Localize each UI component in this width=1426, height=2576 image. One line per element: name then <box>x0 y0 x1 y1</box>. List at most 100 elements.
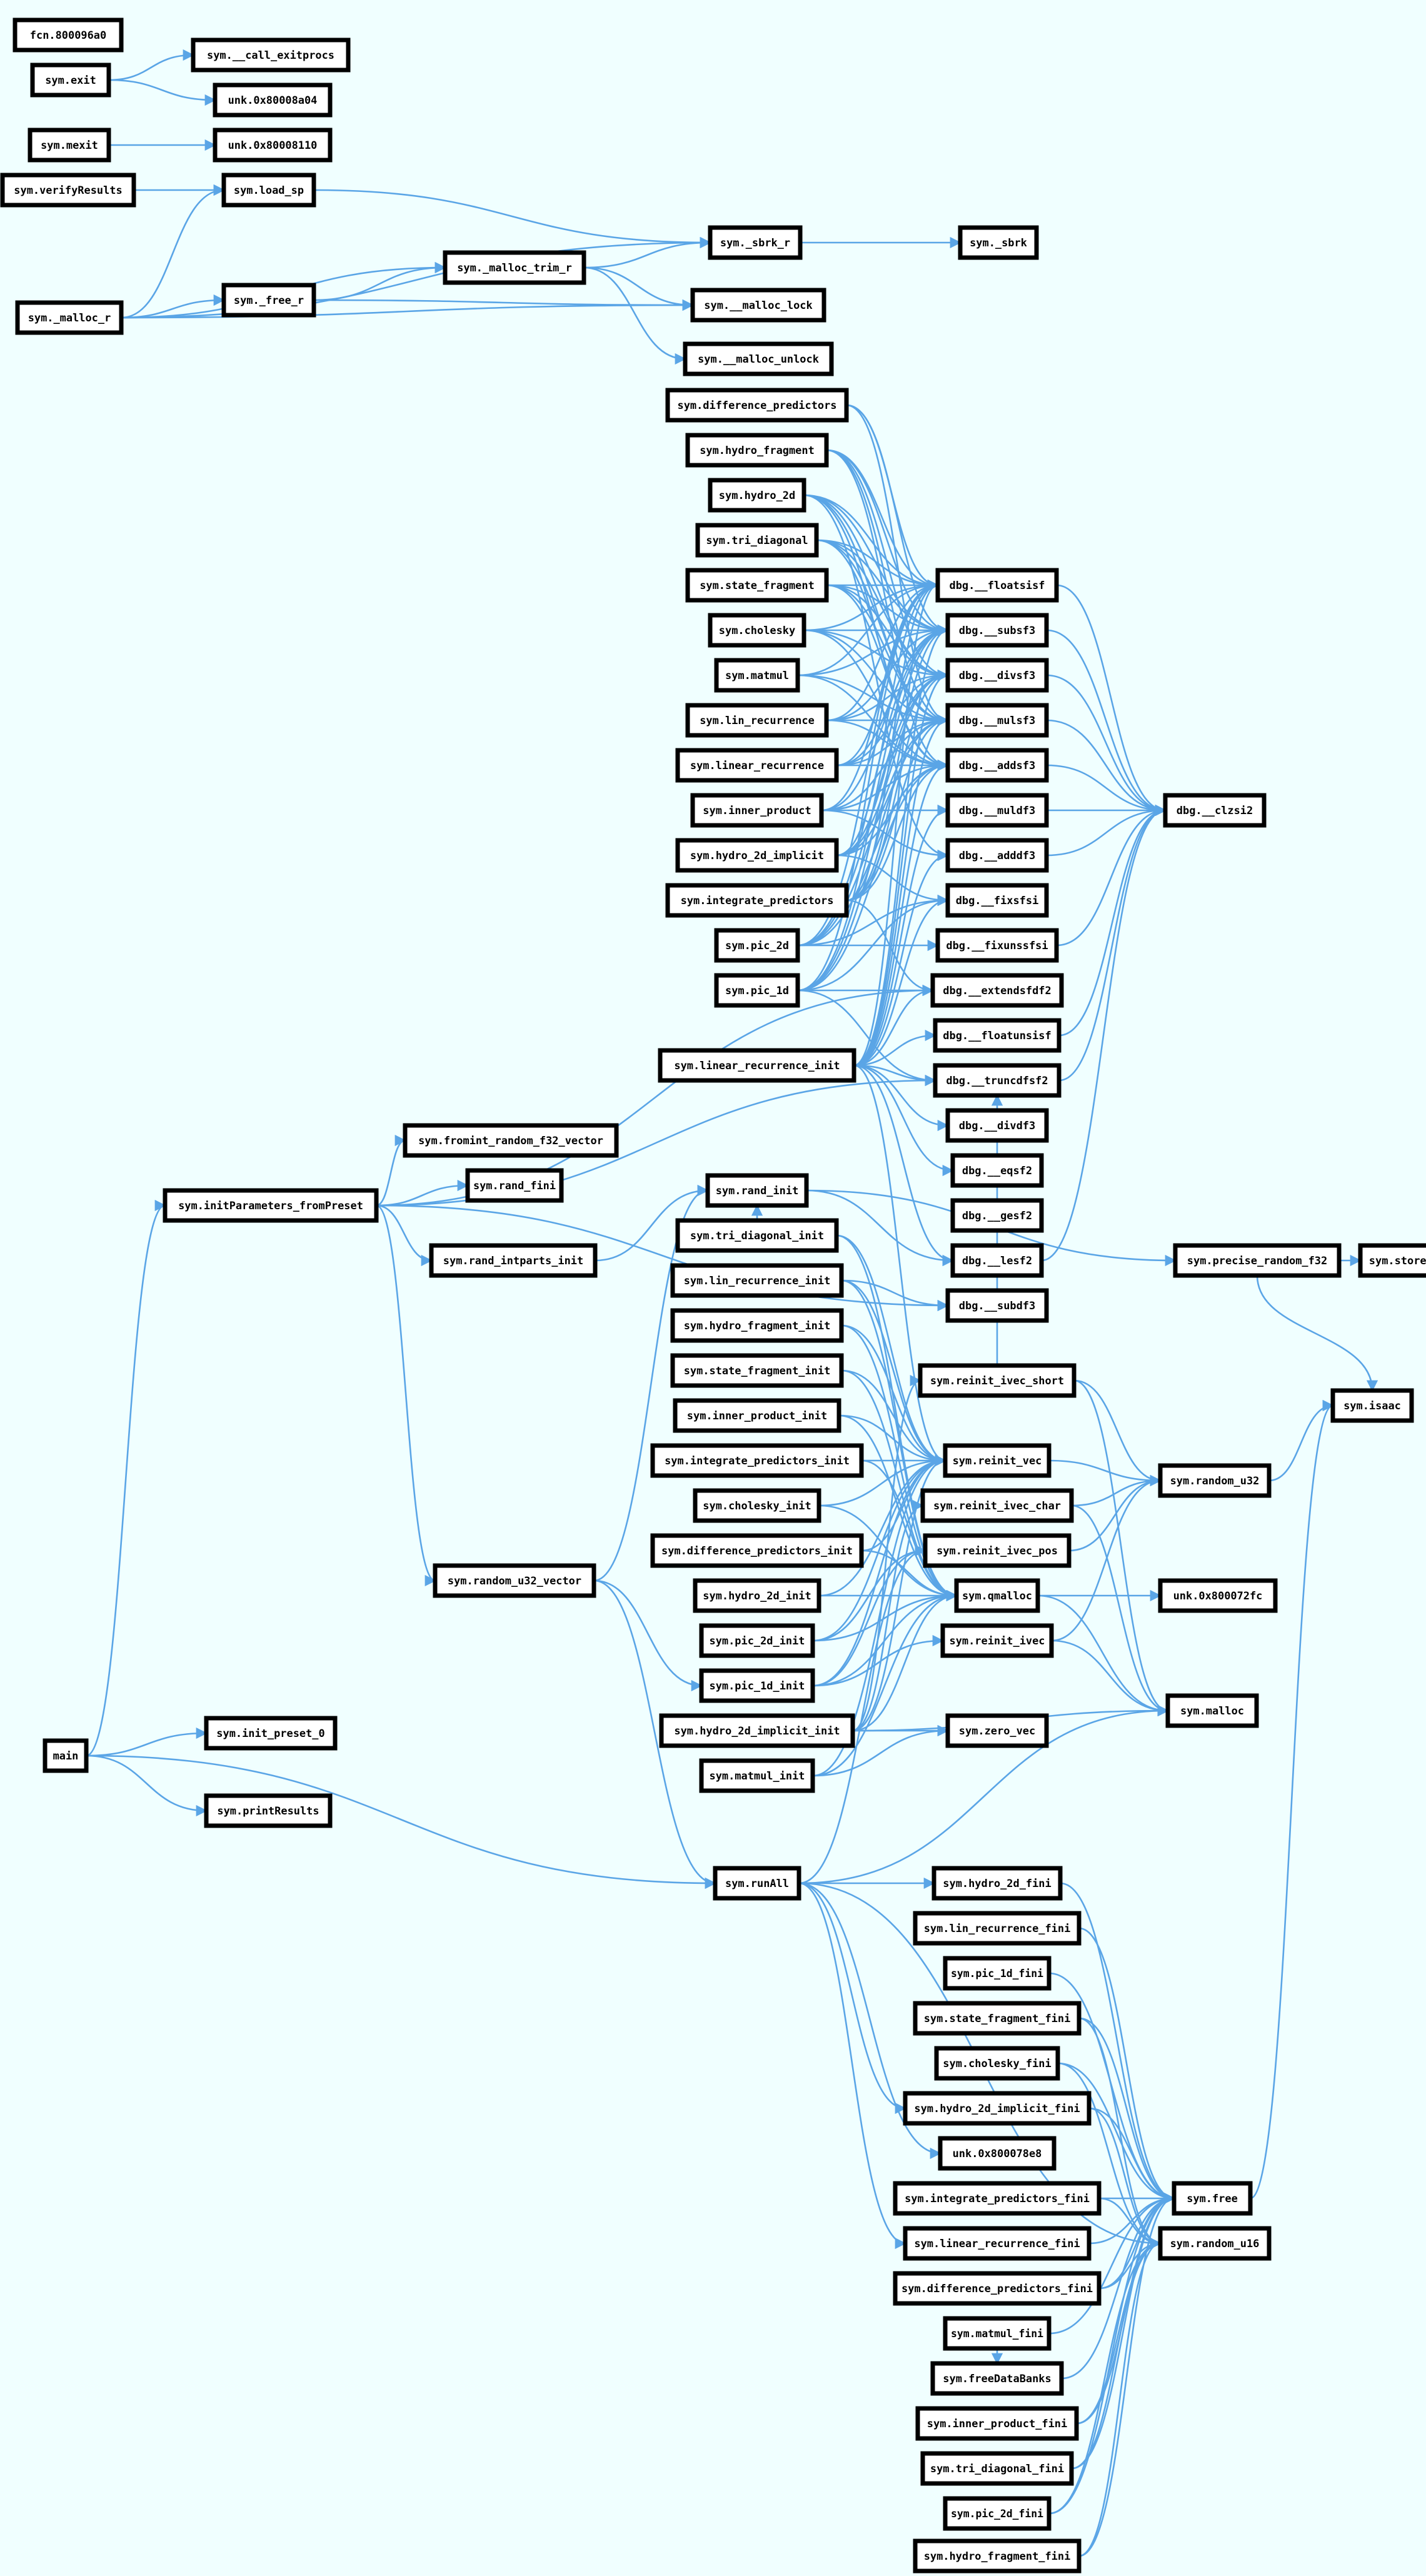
node-sym-state-fragment-init[interactable]: sym.state_fragment_init <box>670 1353 844 1388</box>
node-sym-difference-predictors[interactable]: sym.difference_predictors <box>665 388 849 423</box>
node-dbg-subsf3[interactable]: dbg.__subsf3 <box>945 613 1049 648</box>
node-sym-inner-product-fini[interactable]: sym.inner_product_fini <box>915 2406 1079 2441</box>
node-sym-rand-intparts-init[interactable]: sym.rand_intparts_init <box>429 1243 598 1278</box>
node-sym-rand-init[interactable]: sym.rand_init <box>705 1173 809 1208</box>
node-sym-hydro-2d[interactable]: sym.hydro_2d <box>708 478 806 513</box>
node-unk-0x80008a04[interactable]: unk.0x80008a04 <box>213 83 333 118</box>
node-sym-initparameters-frompreset[interactable]: sym.initParameters_fromPreset <box>163 1188 379 1223</box>
node-sym-inner-product-init[interactable]: sym.inner_product_init <box>673 1398 841 1433</box>
node-main[interactable]: main <box>43 1738 89 1773</box>
node-sym-random-u16[interactable]: sym.random_u16 <box>1158 2226 1272 2261</box>
node-sym-verifyresults[interactable]: sym.verifyResults <box>0 173 136 208</box>
node-sym-fromint-random-f32-vector[interactable]: sym.fromint_random_f32_vector <box>403 1123 619 1158</box>
node-sym-tri-diagonal-fini[interactable]: sym.tri_diagonal_fini <box>920 2451 1074 2486</box>
node-dbg-fixsfsi[interactable]: dbg.__fixsfsi <box>945 883 1049 918</box>
node-sym-hydro-fragment-init[interactable]: sym.hydro_fragment_init <box>670 1308 844 1343</box>
node-sym-cholesky[interactable]: sym.cholesky <box>708 613 806 648</box>
node-sym-tri-diagonal-init[interactable]: sym.tri_diagonal_init <box>675 1218 839 1253</box>
node-dbg-mulsf3[interactable]: dbg.__mulsf3 <box>945 703 1049 738</box>
node-unk-0x80008110[interactable]: unk.0x80008110 <box>213 128 333 163</box>
node-sym-pic-1d-fini[interactable]: sym.pic_1d_fini <box>943 1956 1052 1991</box>
node-sym-inner-product[interactable]: sym.inner_product <box>690 793 824 828</box>
node-sym-lin-recurrence[interactable]: sym.lin_recurrence <box>685 703 829 738</box>
node-sym-matmul-init[interactable]: sym.matmul_init <box>699 1758 815 1793</box>
node-sym-exit[interactable]: sym.exit <box>30 63 111 98</box>
node-sym-sbrk-r[interactable]: sym._sbrk_r <box>708 225 803 260</box>
node-sym-hydro-2d-init[interactable]: sym.hydro_2d_init <box>693 1578 821 1613</box>
node-sym-hydro-fragment[interactable]: sym.hydro_fragment <box>685 433 829 468</box>
node-sym-lin-recurrence-init[interactable]: sym.lin_recurrence_init <box>670 1263 844 1298</box>
node-sym-difference-predictors-init[interactable]: sym.difference_predictors_init <box>650 1533 864 1568</box>
node-dbg-gesf2[interactable]: dbg.__gesf2 <box>950 1198 1044 1233</box>
node-dbg-floatunsisf[interactable]: dbg.__floatunsisf <box>933 1018 1062 1053</box>
node-sym-linear-recurrence-init[interactable]: sym.linear_recurrence_init <box>658 1048 856 1083</box>
node-sym-malloc-r[interactable]: sym._malloc_r <box>15 300 124 335</box>
node-dbg-muldf3[interactable]: dbg.__muldf3 <box>945 793 1049 828</box>
node-sym-integrate-predictors[interactable]: sym.integrate_predictors <box>665 883 849 918</box>
node-sym-linear-recurrence[interactable]: sym.linear_recurrence <box>675 748 839 783</box>
node-sym-cholesky-init[interactable]: sym.cholesky_init <box>693 1488 821 1523</box>
node-dbg-divdf3[interactable]: dbg.__divdf3 <box>945 1108 1049 1143</box>
node-sym-pic-2d-fini[interactable]: sym.pic_2d_fini <box>943 2496 1052 2531</box>
node-sym-hydro-2d-implicit[interactable]: sym.hydro_2d_implicit <box>675 838 839 873</box>
node-sym-pic-2d[interactable]: sym.pic_2d <box>714 928 800 963</box>
node-dbg-clzsi2[interactable]: dbg.__clzsi2 <box>1163 793 1267 828</box>
node-sym-freedatabanks[interactable]: sym.freeDataBanks <box>930 2361 1064 2396</box>
node-sym-random-u32[interactable]: sym.random_u32 <box>1158 1463 1272 1498</box>
node-sym-reinit-ivec[interactable]: sym.reinit_ivec <box>940 1623 1054 1658</box>
node-dbg-subdf3[interactable]: dbg.__subdf3 <box>945 1288 1049 1323</box>
node-sym-difference-predictors-fini[interactable]: sym.difference_predictors_fini <box>893 2271 1102 2306</box>
node-dbg-extendsfdf2[interactable]: dbg.__extendsfdf2 <box>930 973 1064 1008</box>
node-sym-tri-diagonal[interactable]: sym.tri_diagonal <box>695 523 819 558</box>
node-sym-state-fragment[interactable]: sym.state_fragment <box>685 568 829 603</box>
node-sym-reinit-vec[interactable]: sym.reinit_vec <box>943 1443 1052 1478</box>
node-sym-malloc-lock[interactable]: sym.__malloc_lock <box>690 288 826 323</box>
node-sym-random-u32-vector[interactable]: sym.random_u32_vector <box>433 1563 596 1598</box>
node-sym-printresults[interactable]: sym.printResults <box>204 1793 333 1828</box>
node-sym-mexit[interactable]: sym.mexit <box>28 128 111 163</box>
node-sym-pic-1d-init[interactable]: sym.pic_1d_init <box>699 1668 815 1703</box>
node-sym-isaac[interactable]: sym.isaac <box>1330 1388 1414 1423</box>
node-dbg-divsf3[interactable]: dbg.__divsf3 <box>945 658 1049 693</box>
node-dbg-eqsf2[interactable]: dbg.__eqsf2 <box>950 1153 1044 1188</box>
node-sym-integrate-predictors-init[interactable]: sym.integrate_predictors_init <box>650 1443 864 1478</box>
node-dbg-fixunssfsi[interactable]: dbg.__fixunssfsi <box>935 928 1059 963</box>
node-sym-store-sp[interactable]: sym.store_sp <box>1358 1243 1426 1278</box>
node-sym-matmul-fini[interactable]: sym.matmul_fini <box>943 2316 1052 2351</box>
node-sym-lin-recurrence-fini[interactable]: sym.lin_recurrence_fini <box>913 1911 1082 1946</box>
node-sym-matmul[interactable]: sym.matmul <box>714 658 800 693</box>
node-unk-0x800078e8[interactable]: unk.0x800078e8 <box>938 2136 1057 2171</box>
node-sym-malloc-unlock[interactable]: sym.__malloc_unlock <box>683 341 834 376</box>
node-unk-0x800072fc[interactable]: unk.0x800072fc <box>1158 1578 1278 1613</box>
node-sym-precise-random-f32[interactable]: sym.precise_random_f32 <box>1173 1243 1342 1278</box>
node-sym-runall[interactable]: sym.runAll <box>713 1866 801 1901</box>
node-sym-reinit-ivec-char[interactable]: sym.reinit_ivec_char <box>920 1488 1074 1523</box>
node-dbg-addsf3[interactable]: dbg.__addsf3 <box>945 748 1049 783</box>
node-sym-sbrk[interactable]: sym._sbrk <box>958 225 1039 260</box>
node-sym-integrate-predictors-fini[interactable]: sym.integrate_predictors_fini <box>893 2181 1102 2216</box>
node-sym-pic-2d-init[interactable]: sym.pic_2d_init <box>699 1623 815 1658</box>
node-dbg-truncdfsf2[interactable]: dbg.__truncdfsf2 <box>933 1063 1062 1098</box>
node-sym-reinit-ivec-short[interactable]: sym.reinit_ivec_short <box>918 1363 1077 1398</box>
node-sym-malloc[interactable]: sym.malloc <box>1165 1693 1259 1728</box>
node-sym-hydro-fragment-fini[interactable]: sym.hydro_fragment_fini <box>913 2538 1082 2573</box>
node-dbg-floatsisf[interactable]: dbg.__floatsisf <box>935 568 1059 603</box>
node-sym-free-r[interactable]: sym._free_r <box>221 283 316 318</box>
node-sym-state-fragment-fini[interactable]: sym.state_fragment_fini <box>913 2001 1082 2036</box>
node-sym-hydro-2d-implicit-fini[interactable]: sym.hydro_2d_implicit_fini <box>903 2091 1092 2126</box>
node-sym-hydro-2d-fini[interactable]: sym.hydro_2d_fini <box>931 1866 1063 1901</box>
node-sym-hydro-2d-implicit-init[interactable]: sym.hydro_2d_implicit_init <box>659 1713 855 1748</box>
node-sym-call-exitprocs[interactable]: sym.__call_exitprocs <box>191 38 351 73</box>
node-sym-cholesky-fini[interactable]: sym.cholesky_fini <box>934 2046 1060 2081</box>
node-fcn-800096a0[interactable]: fcn.800096a0 <box>13 18 124 53</box>
node-sym-load-sp[interactable]: sym.load_sp <box>221 173 316 208</box>
node-sym-init-preset-0[interactable]: sym.init_preset_0 <box>204 1716 338 1751</box>
node-dbg-adddf3[interactable]: dbg.__adddf3 <box>945 838 1049 873</box>
node-sym-rand-fini[interactable]: sym.rand_fini <box>465 1168 564 1203</box>
node-sym-free[interactable]: sym.free <box>1172 2181 1253 2216</box>
node-sym-zero-vec[interactable]: sym.zero_vec <box>945 1713 1049 1748</box>
node-sym-qmalloc[interactable]: sym.qmalloc <box>954 1578 1040 1613</box>
node-sym-linear-recurrence-fini[interactable]: sym.linear_recurrence_fini <box>903 2226 1092 2261</box>
node-sym-malloc-trim-r[interactable]: sym._malloc_trim_r <box>443 250 586 285</box>
node-sym-reinit-ivec-pos[interactable]: sym.reinit_ivec_pos <box>923 1533 1072 1568</box>
